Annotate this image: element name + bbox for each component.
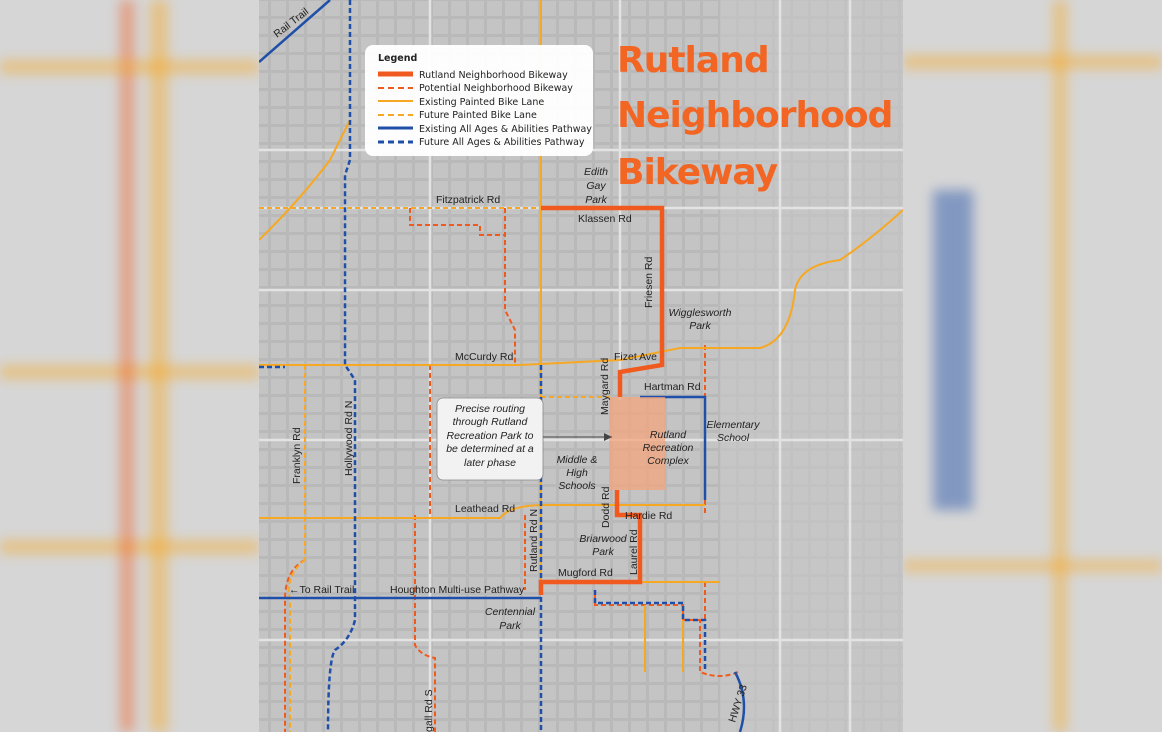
legend-item: Potential Neighborhood Bikeway [419, 83, 573, 94]
road-label: Leathead Rd [455, 503, 515, 515]
map-label: Recreation Park to [447, 430, 534, 442]
map-label: Middle & [557, 454, 598, 466]
blurred-background-right [903, 0, 1162, 732]
map-label: Schools [558, 480, 596, 492]
road-label: Hartman Rd [644, 381, 701, 393]
road-label: Fizet Ave [614, 351, 657, 363]
map-label: Park [499, 620, 521, 632]
blurred-background-left [0, 0, 259, 732]
map-label: through Rutland [453, 416, 529, 428]
road-label: Mugford Rd [558, 567, 613, 579]
map-label: later phase [464, 457, 516, 469]
map-title: Rutland Neighborhood Bikeway [617, 40, 893, 193]
road-label: Klassen Rd [578, 213, 632, 225]
legend-item: Existing Painted Bike Lane [419, 97, 544, 108]
map-label: Edith [584, 166, 608, 178]
road-label: Dodd Rd [600, 486, 612, 528]
road-label: Fitzpatrick Rd [436, 194, 500, 206]
map-label: Precise routing [455, 403, 525, 415]
map-label: Centennial [485, 606, 536, 618]
map-label: Elementary [706, 419, 760, 431]
map-label: School [717, 432, 750, 444]
map-label: Bikeway [617, 152, 778, 193]
road-label: Franklyn Rd [291, 427, 303, 484]
place-labels: Edith Gay Park Wigglesworth Park Element… [485, 166, 760, 632]
road-labels: Rail Trail Fitzpatrick Rd Klassen Rd Fri… [271, 6, 749, 732]
map-label: Complex [647, 455, 689, 467]
road-label: gall Rd S [423, 689, 435, 732]
future-painted-bike-lanes [259, 207, 610, 732]
road-label: Friesen Rd [643, 256, 655, 308]
map-label: Recreation [643, 442, 694, 454]
map-label: Rutland [617, 40, 769, 81]
map-label: Park [585, 194, 607, 206]
map-label: Wigglesworth [669, 307, 732, 319]
road-label: McCurdy Rd [455, 351, 514, 363]
road-label: ←To Rail Trail [289, 584, 354, 596]
map-label: Briarwood [579, 533, 627, 545]
map-label: Park [689, 320, 711, 332]
road-label: Laurel Rd [628, 529, 640, 575]
future-pathways [259, 0, 707, 732]
map-label: Gay [586, 180, 606, 192]
rutland-neighborhood-bikeway[interactable] [538, 205, 665, 595]
road-label: Maygard Rd [599, 358, 611, 415]
map-label: Rutland [650, 429, 687, 441]
legend-item: Future Painted Bike Lane [419, 110, 537, 121]
map-label: High [566, 467, 588, 479]
legend-heading: Legend [378, 53, 417, 64]
map-label: be determined at a [446, 443, 534, 455]
legend: Legend Rutland Neighborhood Bikeway Pote… [365, 45, 593, 156]
map-label: Neighborhood [617, 95, 892, 136]
legend-item: Rutland Neighborhood Bikeway [419, 70, 568, 81]
road-label: Houghton Multi-use Pathway [390, 584, 525, 596]
legend-item: Existing All Ages & Abilities Pathway [419, 124, 592, 135]
routing-note: Precise routing through Rutland Recreati… [436, 397, 612, 481]
road-label: Rutland Rd N [528, 509, 540, 572]
map-label: Park [592, 546, 614, 558]
road-label: Hollywood Rd N [343, 401, 355, 476]
legend-item: Future All Ages & Abilities Pathway [419, 137, 585, 148]
road-label: Hardie Rd [625, 510, 672, 522]
recreation-park-area [609, 397, 665, 490]
